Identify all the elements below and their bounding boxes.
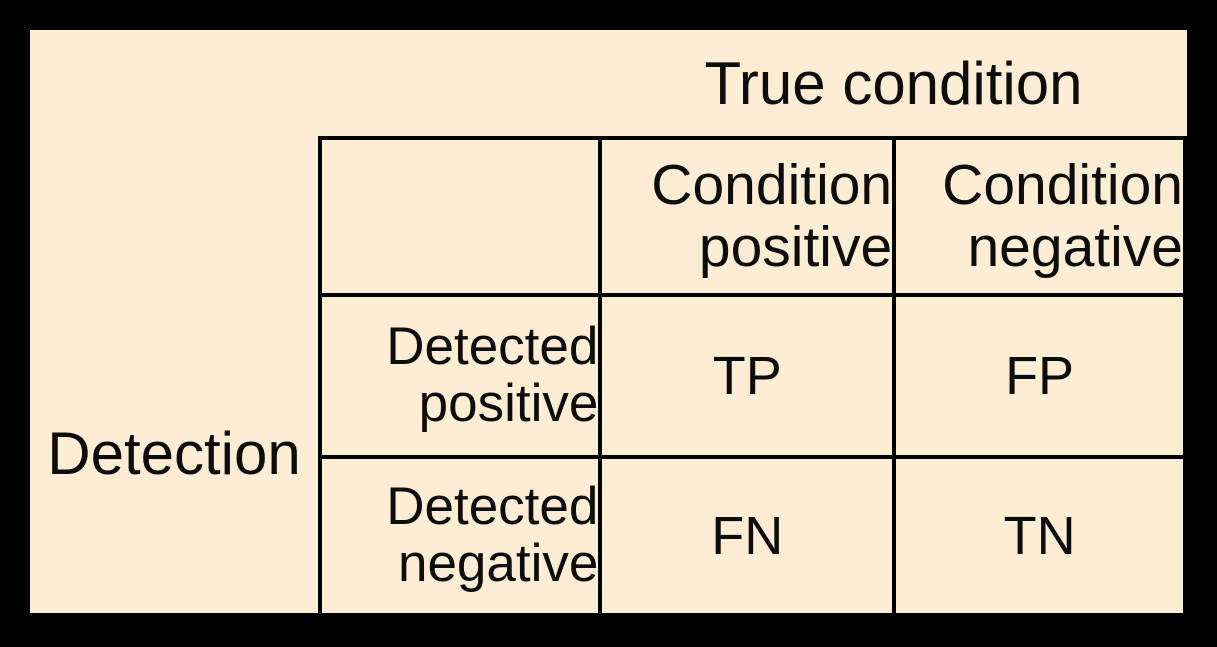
confusion-matrix-panel: True condition Detection Condition posit… <box>30 30 1187 617</box>
column-header-line1: Condition <box>942 152 1183 217</box>
column-header-line2: negative <box>967 214 1183 279</box>
header-row: Condition positive Condition negative <box>317 136 1187 297</box>
confusion-matrix-table: Condition positive Condition negative De… <box>317 136 1187 617</box>
column-header-line1: Condition <box>651 152 893 217</box>
column-axis-title: True condition <box>704 49 1083 117</box>
row-header-line1: Detected <box>386 317 599 377</box>
row-header-detected-negative: Detected negative <box>317 455 603 617</box>
cell-false-negative: FN <box>598 455 897 617</box>
cell-true-negative: TN <box>892 455 1187 617</box>
empty-corner-cell <box>317 136 603 297</box>
row-axis-title: Detection <box>47 419 301 487</box>
column-header-line2: positive <box>698 214 893 279</box>
column-header-condition-positive: Condition positive <box>598 136 897 297</box>
detected-negative-row: Detected negative FN TN <box>317 455 1187 617</box>
cell-false-positive: FP <box>892 293 1187 459</box>
row-header-line1: Detected <box>386 477 599 537</box>
cell-true-positive: TP <box>598 293 897 459</box>
row-header-detected-positive: Detected positive <box>317 293 603 459</box>
row-header-line2: positive <box>418 374 599 433</box>
detected-positive-row: Detected positive TP FP <box>317 293 1187 459</box>
column-header-condition-negative: Condition negative <box>892 136 1187 297</box>
row-header-line2: negative <box>397 534 599 593</box>
